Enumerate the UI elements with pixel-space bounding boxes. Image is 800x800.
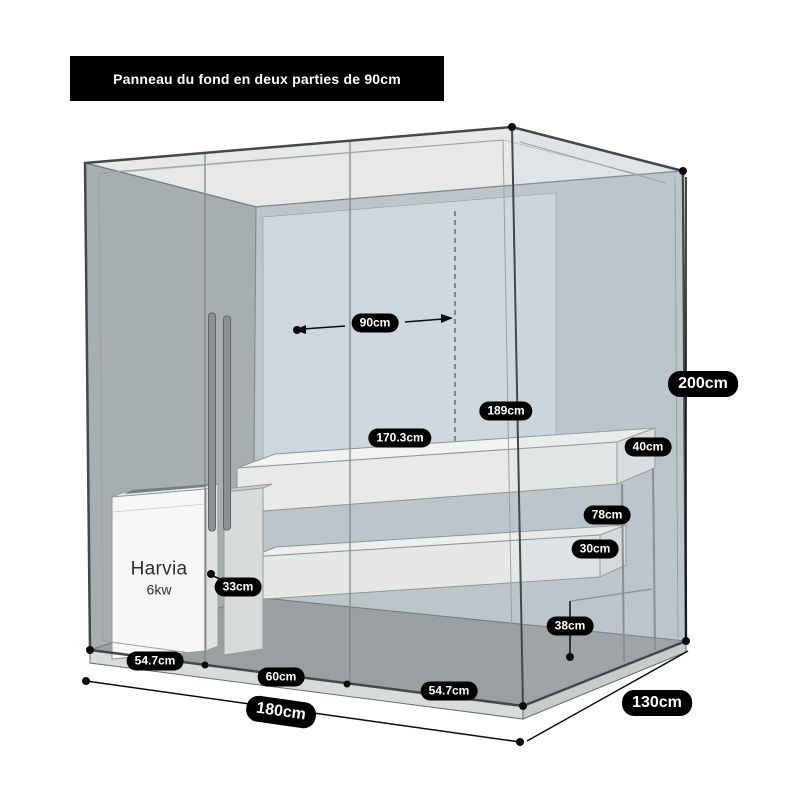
- heater-label: Harvia 6kw: [131, 559, 188, 598]
- depth-130-line: [526, 650, 689, 742]
- heater-side-column: [223, 483, 273, 656]
- dim-step-depth: 30cm: [571, 539, 619, 559]
- dim-overall-depth: 130cm: [622, 690, 692, 716]
- title-banner: Panneau du fond en deux parties de 90cm: [70, 56, 444, 101]
- heater-power: 6kw: [146, 581, 172, 598]
- heater-brand: Harvia: [130, 558, 188, 580]
- dim-front-left-width: 54.7cm: [126, 651, 184, 671]
- right-glass: [512, 127, 686, 706]
- dim-upper-bench-depth: 40cm: [624, 437, 672, 457]
- dim-overall-height: 200cm: [668, 371, 738, 397]
- panel-90-left-line: [302, 325, 346, 330]
- dim-interior-height: 189cm: [479, 401, 533, 421]
- dim-upper-bench-length: 170.3cm: [368, 428, 432, 448]
- glass-dividers: [204, 141, 351, 683]
- dim-heater-clearance: 33cm: [214, 577, 262, 597]
- panel-90-right-line: [404, 318, 444, 323]
- door-handle-bars: [208, 312, 231, 532]
- dim-panel-half-width: 90cm: [351, 313, 399, 333]
- dim-step-height: 38cm: [546, 616, 594, 636]
- corner-dots: [82, 123, 690, 746]
- lower-bench-step: [249, 524, 627, 601]
- dim-upper-bench-height: 78cm: [583, 505, 631, 525]
- front-glass: [85, 127, 523, 706]
- dim-front-right-width: 54.7cm: [420, 681, 478, 701]
- dim-door-width: 60cm: [257, 667, 305, 687]
